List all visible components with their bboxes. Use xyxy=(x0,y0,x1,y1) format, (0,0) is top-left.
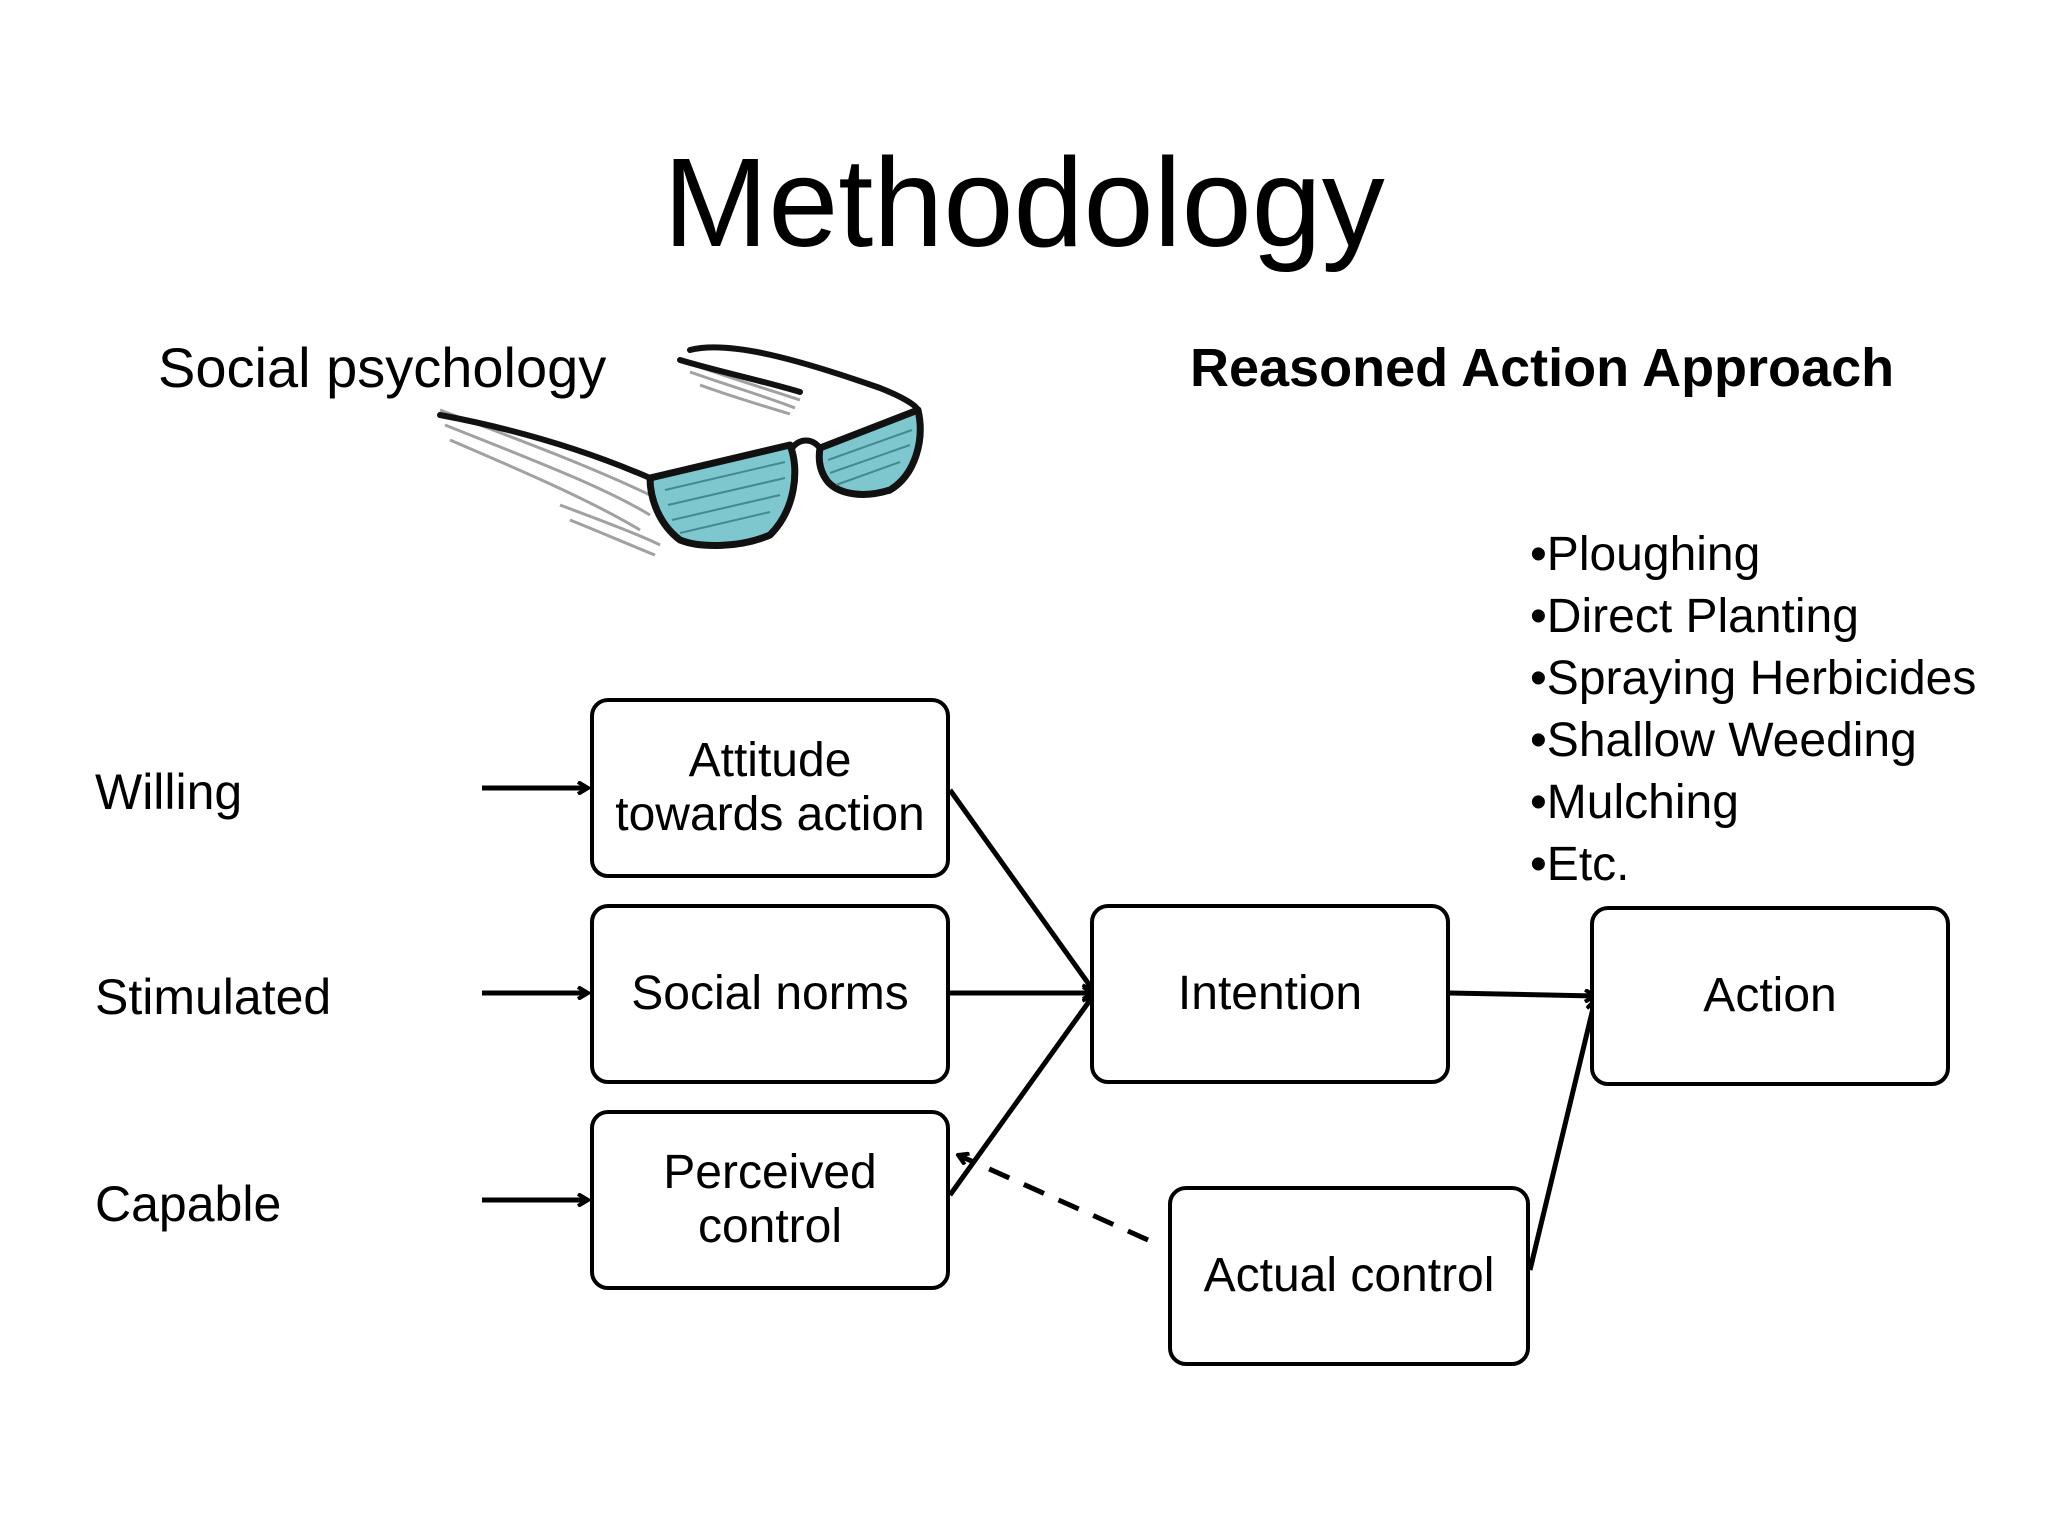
arrow-attitude-to-intention xyxy=(947,788,1093,990)
subtitle-reasoned-action-approach: Reasoned Action Approach xyxy=(1190,338,1895,398)
box-action: Action xyxy=(1590,906,1950,1086)
list-item: •Shallow Weeding xyxy=(1530,714,1917,767)
glasses-frame xyxy=(437,344,921,481)
glasses-shadow xyxy=(439,358,801,557)
box-actual-control: Actual control xyxy=(1168,1186,1530,1366)
box-perceived-control: Perceived control xyxy=(590,1110,950,1290)
box-action-label: Action xyxy=(1703,969,1837,1022)
slide-title: Methodology xyxy=(663,132,1385,273)
box-intention: Intention xyxy=(1090,904,1450,1084)
list-item: •Ploughing xyxy=(1530,528,1761,581)
arrow-actual-to-action xyxy=(1527,1000,1595,1271)
lens-hatching xyxy=(664,429,913,534)
box-perceived-line1: Perceived xyxy=(663,1146,877,1199)
box-actual-control-label: Actual control xyxy=(1203,1249,1495,1302)
actions-list: •Ploughing •Direct Planting •Spraying He… xyxy=(1530,524,1976,896)
list-item: •Etc. xyxy=(1530,838,1630,891)
list-item: •Direct Planting xyxy=(1530,590,1859,643)
box-attitude-line2: towards action xyxy=(615,788,925,841)
list-item: •Spraying Herbicides xyxy=(1530,652,1977,705)
arrow-intention-to-action xyxy=(1449,993,1595,996)
box-attitude-towards-action: Attitude towards action xyxy=(590,698,950,878)
subtitle-social-psychology: Social psychology xyxy=(158,336,607,399)
input-label-stimulated: Stimulated xyxy=(95,969,332,1025)
box-social-norms: Social norms xyxy=(590,904,950,1084)
input-label-capable: Capable xyxy=(95,1176,282,1232)
box-perceived-line2: control xyxy=(697,1200,843,1253)
input-label-willing: Willing xyxy=(95,764,243,820)
box-attitude-line1: Attitude xyxy=(688,734,852,787)
glasses-lenses xyxy=(646,406,924,549)
list-item: •Mulching xyxy=(1530,776,1739,829)
box-intention-label: Intention xyxy=(1177,967,1363,1020)
box-social-norms-label: Social norms xyxy=(631,967,909,1020)
arrow-perceived-to-intention xyxy=(947,996,1093,1197)
arrow-actual-to-perceived-dashed xyxy=(958,1155,1150,1243)
